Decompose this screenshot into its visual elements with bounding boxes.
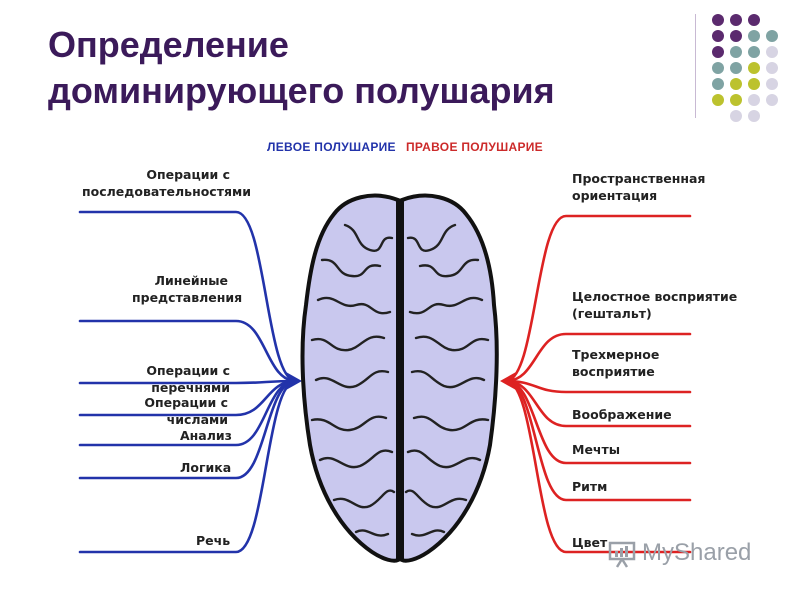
midline-fissure xyxy=(396,204,403,557)
label-line: Воображение xyxy=(572,407,672,422)
label-line: Операции с числами xyxy=(144,395,228,427)
branch-line xyxy=(78,379,298,480)
presentation-board-icon xyxy=(608,541,636,568)
decor-dot xyxy=(748,30,760,42)
label-line: Ритм xyxy=(572,479,608,494)
branch-line xyxy=(78,319,298,383)
label-line: Логика xyxy=(180,460,232,475)
decor-dot xyxy=(712,14,724,26)
decor-dot xyxy=(748,14,760,26)
decor-dot xyxy=(730,78,742,90)
label-line: Линейные xyxy=(154,273,228,288)
decorative-dot-grid xyxy=(712,14,778,122)
decor-dot xyxy=(766,46,778,58)
decor-dot xyxy=(712,46,724,58)
left-branch-arrowhead xyxy=(286,372,302,390)
title-line-2: доминирующего полушария xyxy=(48,70,555,111)
right-branch-arrowhead xyxy=(500,372,516,390)
label-line: Цвет xyxy=(572,535,608,550)
label-line: Анализ xyxy=(180,428,232,443)
left-hemisphere-shape xyxy=(300,193,400,563)
watermark: MyShared xyxy=(606,536,776,570)
label-line: последовательностями xyxy=(82,184,251,199)
label-line: Целостное восприятие xyxy=(572,289,738,304)
right-function-label: Пространственная ориентация xyxy=(572,170,705,204)
decor-dot xyxy=(730,110,742,122)
branch-line xyxy=(504,379,692,554)
branch-line xyxy=(78,210,298,383)
decor-dot xyxy=(748,78,760,90)
decor-dot xyxy=(748,62,760,74)
branch-line xyxy=(504,379,692,394)
branch-line xyxy=(78,379,298,554)
right-function-label: Воображение xyxy=(572,406,672,423)
left-function-label: Операции с числами xyxy=(98,394,228,428)
decor-dot xyxy=(766,94,778,106)
decor-dot xyxy=(748,46,760,58)
page-title: Определение доминирующего полушария xyxy=(48,22,678,114)
decor-dot xyxy=(730,94,742,106)
left-hemisphere-label: ЛЕВОЕ ПОЛУШАРИЕ xyxy=(267,140,396,154)
watermark-text: MyShared xyxy=(642,539,752,566)
title-line-1: Определение xyxy=(48,24,289,65)
label-line: Операции с перечнями xyxy=(146,363,230,395)
label-line: Мечты xyxy=(572,442,621,457)
decor-dot xyxy=(712,62,724,74)
right-hemisphere-shape xyxy=(400,193,499,563)
label-line: (гештальт) xyxy=(572,306,652,321)
left-function-label: Логика xyxy=(180,459,232,476)
decor-dot xyxy=(766,62,778,74)
branch-line xyxy=(504,332,692,383)
decor-dot xyxy=(730,14,742,26)
decor-dot xyxy=(748,94,760,106)
decor-dot xyxy=(712,30,724,42)
label-line: Речь xyxy=(196,533,231,548)
label-line: Пространственная xyxy=(572,171,706,186)
brain-image xyxy=(300,193,499,563)
right-branches xyxy=(500,214,692,554)
right-function-label: Целостное восприятие (гештальт) xyxy=(572,288,737,322)
decor-dot xyxy=(730,62,742,74)
decor-dot xyxy=(730,46,742,58)
decor-dot xyxy=(748,110,760,122)
decor-dot xyxy=(730,30,742,42)
left-function-label: Речь xyxy=(196,532,230,549)
label-line: ориентация xyxy=(572,188,658,203)
right-function-label: Цвет xyxy=(572,534,607,551)
decor-dot xyxy=(766,78,778,90)
left-function-label: Операции с перечнями xyxy=(82,362,230,396)
right-hemisphere-label: ПРАВОЕ ПОЛУШАРИЕ xyxy=(406,140,543,154)
label-line: Трехмерное xyxy=(572,347,660,362)
label-line: восприятие xyxy=(572,364,655,379)
label-line: представления xyxy=(132,290,243,305)
left-branches xyxy=(78,210,302,554)
decor-dot xyxy=(766,30,778,42)
decor-dot xyxy=(712,78,724,90)
label-line: Операции с xyxy=(146,167,230,182)
right-function-label: Ритм xyxy=(572,478,607,495)
left-function-label: Анализ xyxy=(180,427,232,444)
branch-line xyxy=(504,214,692,383)
left-function-label: Операции с последовательностями xyxy=(82,166,251,200)
left-function-label: Линейные представления xyxy=(132,272,243,306)
brain-gyri xyxy=(310,223,490,537)
title-divider xyxy=(695,14,696,118)
right-function-label: Трехмерное восприятие xyxy=(572,346,659,380)
decor-dot xyxy=(712,94,724,106)
right-function-label: Мечты xyxy=(572,441,620,458)
